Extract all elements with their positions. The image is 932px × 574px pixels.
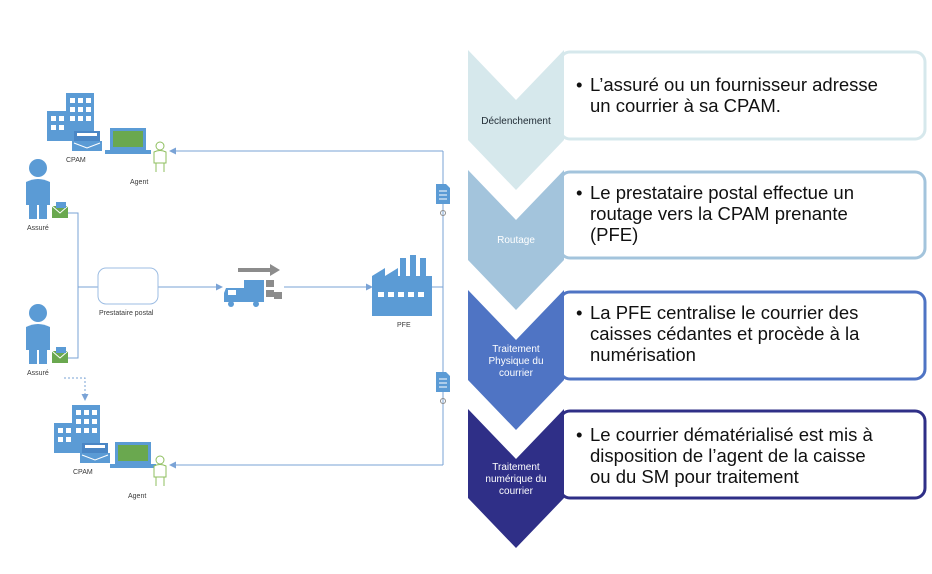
step-chevron: [468, 409, 564, 548]
card-line: Le courrier dématérialisé est mis à: [590, 424, 873, 445]
prestataire-label: Prestataire postal: [99, 310, 154, 317]
step-label: Physique du: [488, 356, 543, 367]
flow-diagram: CPAM Agent Assuré Prestataire post: [26, 93, 450, 500]
laptop-icon: [105, 128, 151, 154]
card-line: numérisation: [590, 344, 696, 365]
agent-top-label: Agent: [130, 179, 148, 186]
card-line: un courrier à sa CPAM.: [590, 95, 781, 116]
cpam-top-label: CPAM: [66, 157, 86, 164]
line-assure-to-cpam-dashed: [64, 377, 89, 401]
step-card-text: • L’assuré ou un fournisseur adresse un …: [576, 74, 921, 116]
step-label: Déclenchement: [481, 116, 551, 127]
step-chevron: [468, 50, 564, 190]
assure-top-label: Assuré: [27, 225, 49, 232]
step-label: courrier: [499, 368, 534, 379]
card-line: Le prestataire postal effectue un: [590, 182, 854, 203]
step-label: Traitement: [492, 344, 540, 355]
envelope-icon: [51, 202, 69, 218]
agent-person-icon: [153, 141, 167, 172]
cpam-bottom-label: CPAM: [73, 469, 93, 476]
step-card-text: • Le courrier dématérialisé est mis à di…: [576, 424, 921, 487]
envelope-icon: [51, 347, 69, 363]
document-icon: [436, 372, 450, 404]
building-icon: [47, 93, 102, 151]
step-label: courrier: [499, 486, 534, 497]
factory-icon: [372, 255, 432, 316]
step-chevron: [468, 170, 564, 310]
bullet-icon: •: [576, 74, 583, 95]
card-line: L’assuré ou un fournisseur adresse: [590, 74, 878, 95]
card-line: (PFE): [590, 224, 639, 245]
bullet-icon: •: [576, 182, 583, 203]
step-label: Traitement: [492, 462, 540, 473]
truck-icon: [224, 264, 282, 307]
document-icon: [436, 184, 450, 216]
bullet-icon: •: [576, 302, 583, 323]
assure-bottom-label: Assuré: [27, 370, 49, 377]
building-icon: [54, 405, 110, 463]
card-line: routage vers la CPAM prenante: [590, 203, 848, 224]
step-label: numérique du: [485, 474, 546, 485]
person-icon: [26, 304, 50, 364]
step-card-text: • La PFE centralise le courrier des cais…: [576, 302, 921, 365]
step-card-text: • Le prestataire postal effectue un rout…: [576, 182, 921, 245]
card-line: caisses cédantes et procède à la: [590, 323, 860, 344]
laptop-icon: [110, 442, 156, 468]
step-label: Routage: [497, 235, 535, 246]
line-assure-top-to-prestataire: [68, 212, 98, 288]
agent-person-icon: [153, 455, 167, 486]
card-line: disposition de l’agent de la caisse: [590, 445, 866, 466]
line-assure-bottom-to-prestataire: [68, 287, 79, 359]
step-chevron: [468, 290, 564, 430]
pfe-label: PFE: [397, 322, 411, 329]
card-line: ou du SM pour traitement: [590, 466, 799, 487]
person-icon: [26, 159, 50, 219]
bullet-icon: •: [576, 424, 583, 445]
card-line: La PFE centralise le courrier des: [590, 302, 859, 323]
agent-bottom-label: Agent: [128, 493, 146, 500]
prestataire-box: [97, 267, 159, 305]
process-steps: Déclenchement Routage Traitement Physiqu…: [468, 50, 927, 548]
